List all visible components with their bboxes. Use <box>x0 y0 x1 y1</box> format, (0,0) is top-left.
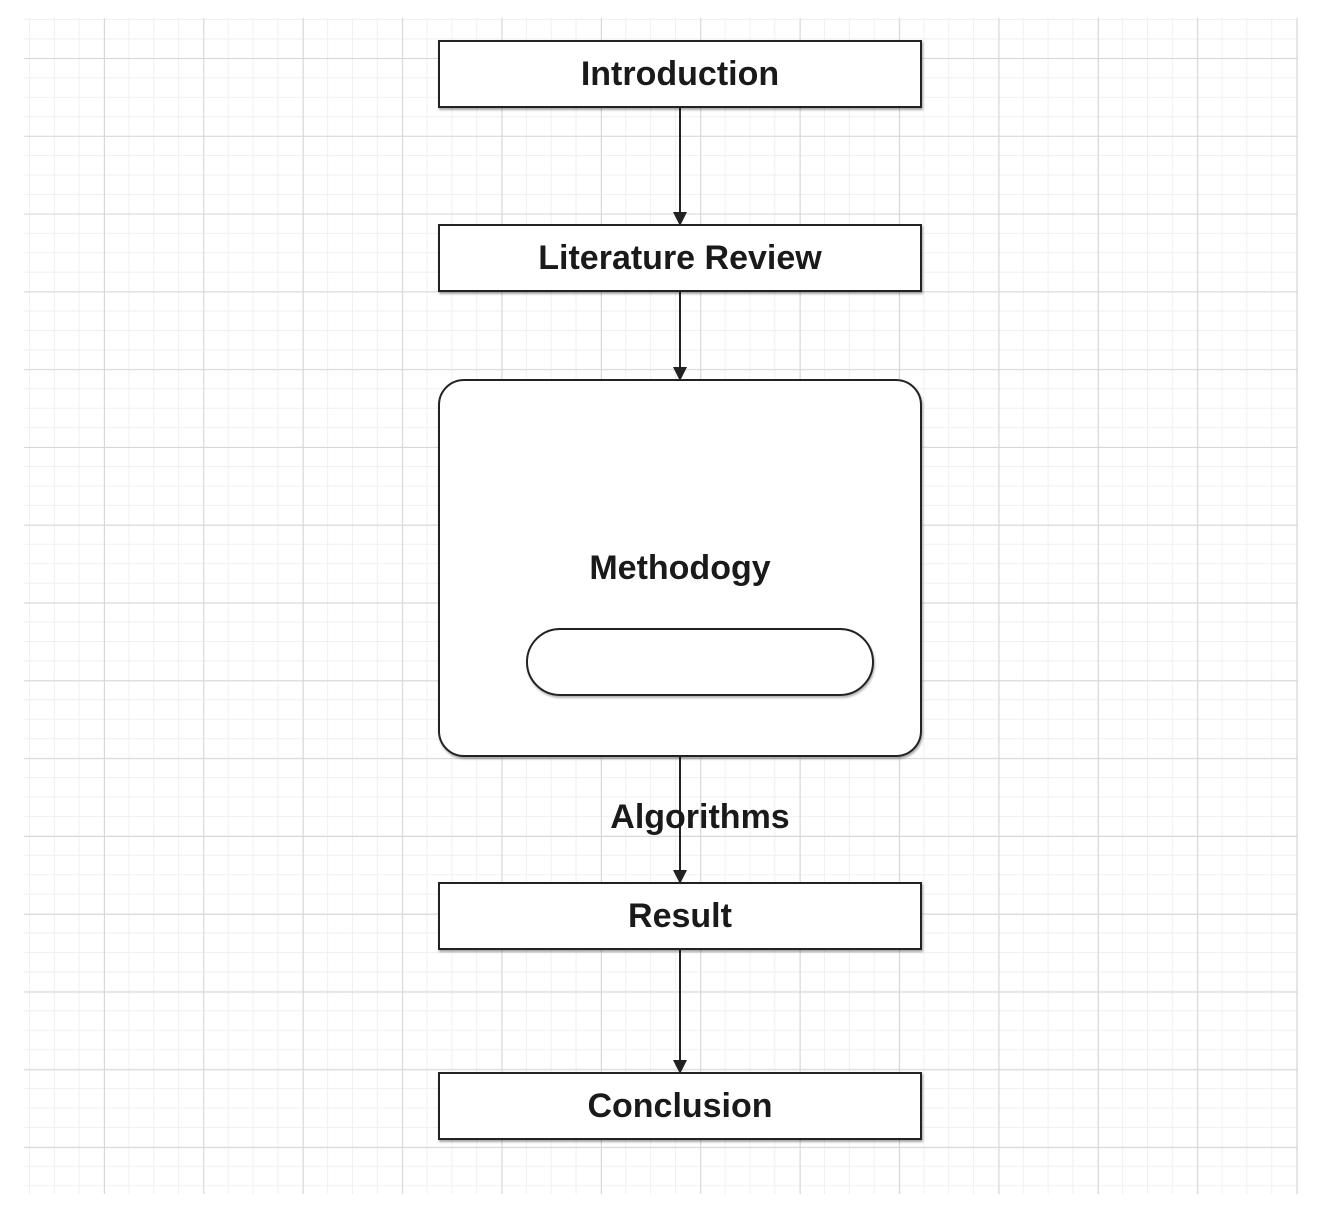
node-literature-review-label: Literature Review <box>538 238 822 277</box>
node-methodology-label: Methodogy <box>589 549 771 587</box>
node-algorithms-label: Algorithms <box>610 798 790 836</box>
node-conclusion[interactable]: Conclusion <box>438 1072 922 1140</box>
node-introduction-label: Introduction <box>580 54 780 93</box>
node-result-label: Result <box>628 896 732 935</box>
node-algorithms[interactable]: Algorithms <box>526 628 874 836</box>
node-introduction[interactable]: Introduction <box>438 40 922 108</box>
node-conclusion-label: Conclusion <box>587 1086 773 1125</box>
node-result[interactable]: Result <box>438 882 922 950</box>
node-methodology[interactable]: Methodogy Algorithms <box>438 379 922 836</box>
node-literature-review[interactable]: Literature Review <box>438 224 922 292</box>
